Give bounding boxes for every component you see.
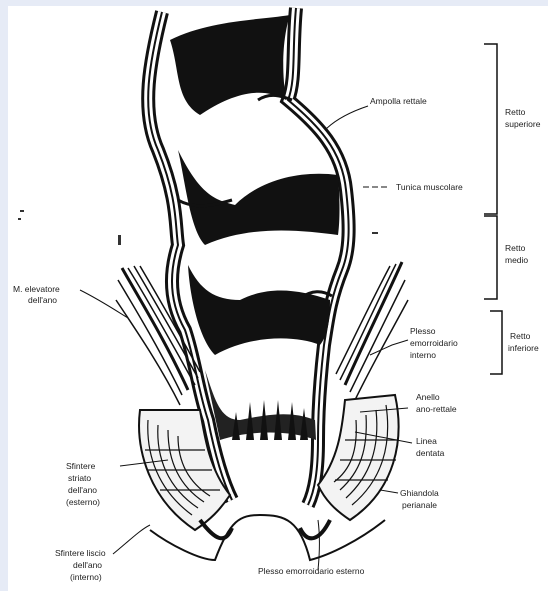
- label-retto-inferiore-line2: inferiore: [508, 343, 539, 353]
- label-sfintere-striato-line3: dell'ano: [68, 485, 97, 495]
- external-sphincter-right: [318, 395, 399, 520]
- label-anello-line1: Anello: [416, 392, 440, 402]
- label-retto-inferiore-line1: Retto: [510, 331, 531, 341]
- label-sfintere-liscio-line1: Sfintere liscio: [55, 548, 106, 558]
- label-linea-line1: Linea: [416, 436, 437, 446]
- label-retto-medio-line1: Retto: [505, 243, 526, 253]
- label-sfintere-striato-line2: striato: [68, 473, 91, 483]
- label-sfintere-striato-line1: Sfintere: [66, 461, 96, 471]
- label-ghiandola-line1: Ghiandola: [400, 488, 439, 498]
- label-sfintere-liscio-line2: dell'ano: [73, 560, 102, 570]
- label-linea-line2: dentata: [416, 448, 445, 458]
- label-ghiandola-line2: perianale: [402, 500, 437, 510]
- label-sfintere-striato-line4: (esterno): [66, 497, 100, 507]
- labels: Ampolla rettale Tunica muscolare M. elev…: [13, 96, 541, 582]
- label-elevatore-line1: M. elevatore: [13, 284, 60, 294]
- label-ampolla-rettale: Ampolla rettale: [370, 96, 427, 106]
- label-retto-medio-line2: medio: [505, 255, 528, 265]
- label-plesso-interno-line2: emorroidario: [410, 338, 458, 348]
- label-plesso-interno-line3: interno: [410, 350, 436, 360]
- label-retto-superiore-line1: Retto: [505, 107, 526, 117]
- label-elevatore-line2: dell'ano: [28, 295, 57, 305]
- label-sfintere-liscio-line3: (interno): [70, 572, 102, 582]
- label-tunica-muscolare: Tunica muscolare: [396, 182, 463, 192]
- label-anello-line2: ano-rettale: [416, 404, 457, 414]
- label-plesso-interno-line1: Plesso: [410, 326, 436, 336]
- region-brackets: [484, 44, 502, 374]
- levator-ani-right: [336, 262, 408, 400]
- label-plesso-esterno: Plesso emorroidario esterno: [258, 566, 365, 576]
- label-retto-superiore-line2: superiore: [505, 119, 541, 129]
